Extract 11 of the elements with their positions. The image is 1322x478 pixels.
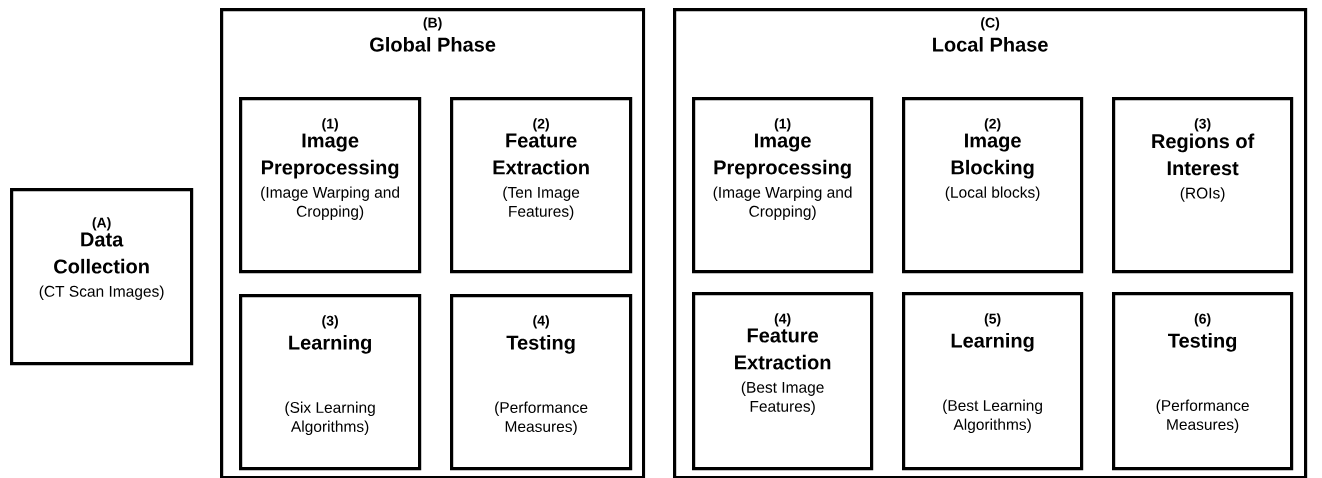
process-box: (5) Learning (Best Learning Algorithms) [902,292,1084,471]
process-box: (2) Image Blocking (Local blocks) [902,97,1084,274]
process-box: (4) Testing (Performance Measures) [450,294,633,471]
process-box: (6) Testing (Performance Measures) [1112,292,1294,471]
process-box: (2) Feature Extraction (Ten Image Features) [450,97,633,274]
process-box: (A) Data Collection (CT Scan Images) [10,188,194,366]
process-box: (4) Feature Extraction (Best Image Features) [692,292,874,471]
process-box: (1) Image Preprocessing (Image Warping and Cropping) [692,97,874,274]
process-box: (3) Learning (Six Learning Algorithms) [239,294,422,471]
process-box: (1) Image Preprocessing (Image Warping and Cropping) [239,97,422,274]
process-box: (3) Regions of Interest (ROIs) [1112,97,1294,274]
